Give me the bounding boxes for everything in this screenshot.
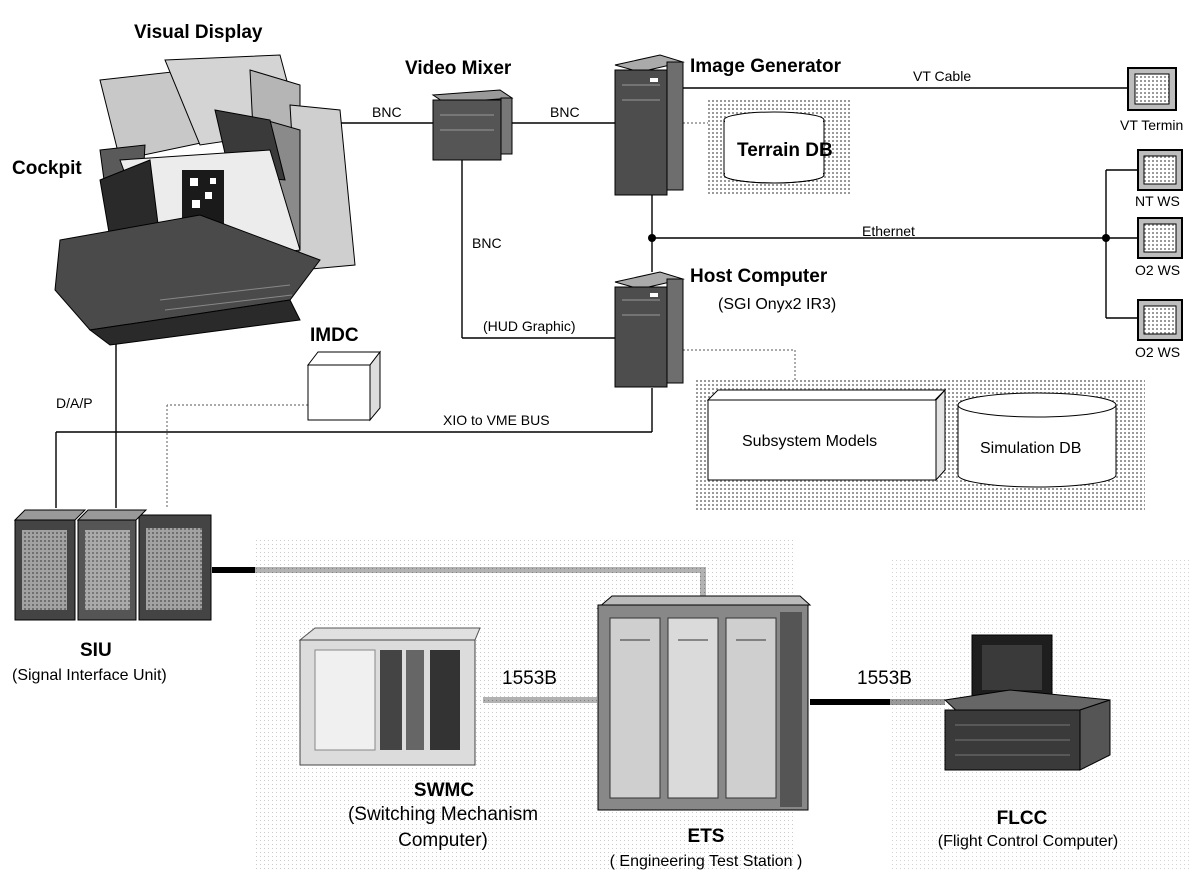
simulation-db-label: Simulation DB [980, 440, 1081, 458]
1553b-label-left: 1553B [502, 668, 557, 690]
visual-display-label: Visual Display [134, 22, 263, 44]
ets-sublabel: ( Engineering Test Station ) [610, 853, 803, 871]
ethernet-label: Ethernet [862, 223, 915, 239]
bnc-label-2: BNC [550, 104, 580, 120]
swmc-sublabel-1: (Switching Mechanism [348, 804, 538, 826]
o2-ws-monitor-1 [1138, 218, 1182, 258]
vt-terminal-monitor [1128, 68, 1176, 110]
nt-ws-label: NT WS [1135, 193, 1180, 209]
ethernet-junction-left [648, 234, 656, 242]
siu-sublabel: (Signal Interface Unit) [12, 667, 167, 685]
flcc-label: FLCC [997, 808, 1048, 830]
swmc-device [300, 628, 480, 765]
o2-ws-label-1: O2 WS [1135, 262, 1180, 278]
video-mixer-label: Video Mixer [405, 58, 511, 80]
siu-label: SIU [80, 640, 112, 662]
host-computer-tower [615, 272, 683, 387]
o2-ws-label-2: O2 WS [1135, 344, 1180, 360]
imdc-box [308, 352, 380, 420]
host-computer-label: Host Computer [690, 266, 827, 288]
o2-ws-monitor-2 [1138, 300, 1182, 340]
xio-vme-label: XIO to VME BUS [443, 412, 550, 428]
vt-terminal-label: VT Termin [1120, 117, 1183, 133]
bnc-label-1: BNC [372, 104, 402, 120]
swmc-label: SWMC [414, 780, 474, 802]
image-generator-tower [615, 55, 683, 195]
image-generator-label: Image Generator [690, 56, 841, 78]
cockpit-label: Cockpit [12, 158, 82, 180]
ets-label: ETS [688, 826, 725, 848]
host-computer-sublabel: (SGI Onyx2 IR3) [718, 296, 836, 314]
ets-device [598, 596, 810, 810]
cockpit-visual-display [55, 55, 355, 345]
ethernet-junction-right [1102, 234, 1110, 242]
1553b-label-right: 1553B [857, 668, 912, 690]
vt-cable-label: VT Cable [913, 68, 971, 84]
siu-racks [15, 510, 211, 620]
subsystem-models-label: Subsystem Models [742, 433, 877, 451]
video-mixer-device [433, 90, 512, 160]
hud-graphic-label: (HUD Graphic) [483, 318, 576, 334]
terrain-db-label: Terrain DB [737, 140, 833, 162]
nt-ws-monitor [1138, 150, 1182, 190]
bnc-label-3: BNC [472, 235, 502, 251]
dap-label: D/A/P [56, 395, 93, 411]
flcc-sublabel: (Flight Control Computer) [938, 833, 1119, 851]
imdc-label: IMDC [310, 325, 359, 347]
swmc-sublabel-2: Computer) [398, 830, 488, 852]
